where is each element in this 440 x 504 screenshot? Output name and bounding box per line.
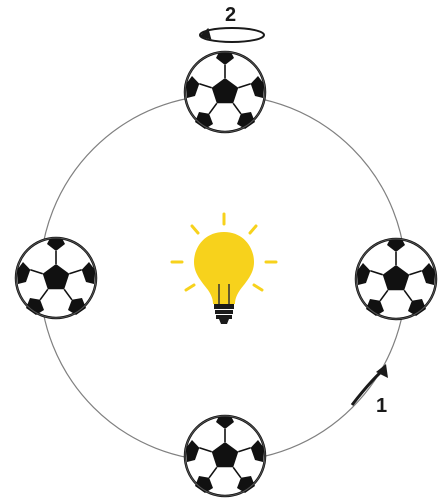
soccer-ball-icon bbox=[185, 52, 265, 132]
soccer-ball-icon bbox=[185, 416, 265, 496]
soccer-ball-icon bbox=[356, 239, 436, 319]
motion-label-2: 2 bbox=[225, 4, 236, 26]
motion-label-1: 1 bbox=[376, 395, 387, 417]
circular-arrow-icon bbox=[198, 28, 264, 42]
soccer-ball-icon bbox=[16, 238, 96, 318]
light-bulb-icon bbox=[172, 214, 276, 324]
